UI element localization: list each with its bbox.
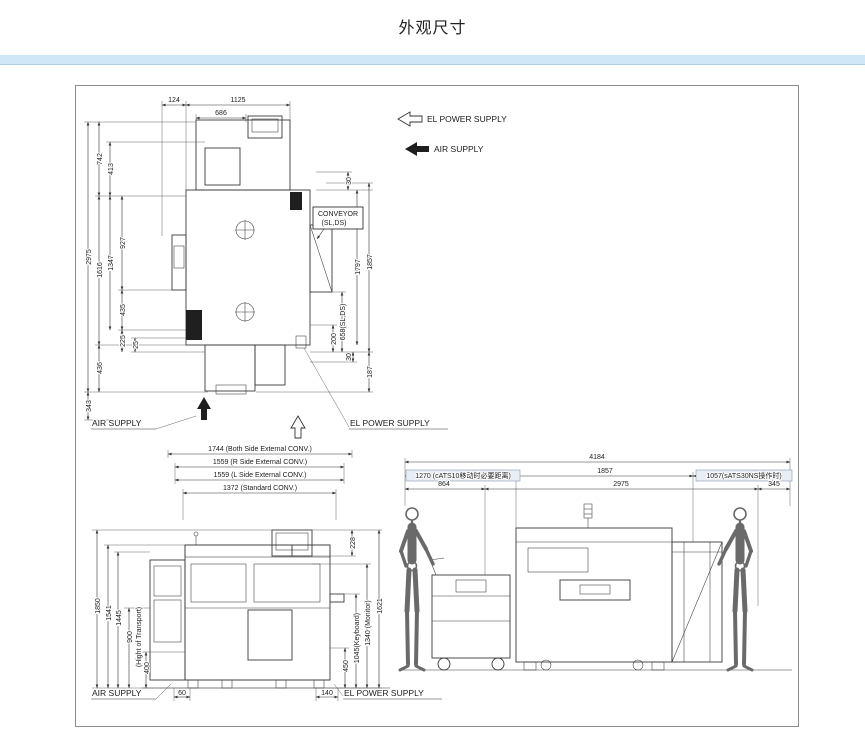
front-el-power-supply-label: EL POWER SUPPLY (344, 688, 424, 698)
legend: EL POWER SUPPLY AIR SUPPLY (397, 111, 508, 156)
air-supply-label: AIR SUPPLY (92, 418, 142, 428)
el-power-left-arrow-icon (397, 111, 423, 127)
dim-345: 345 (768, 481, 780, 488)
dim-1857: 1857 (367, 254, 374, 270)
dim-900-note: (Hight of Transport) (136, 607, 143, 667)
dim-1347: 1347 (108, 255, 115, 271)
dim-686: 686 (215, 110, 227, 117)
dim-1541: 1541 (106, 605, 113, 621)
dim-658-sl-ds: 658(SL,DS) (340, 304, 347, 341)
dim-1559-l-side: 1559 (L Side External CONV.) (214, 472, 307, 479)
dim-400: 400 (144, 662, 151, 674)
top-view: 124 1125 686 2975 343 742 1616 436 413 1… (84, 96, 448, 439)
dim-1125: 1125 (230, 97, 245, 104)
conveyor-label-line2: (SL,DS) (322, 220, 347, 227)
dim-1744-both-side: 1744 (Both Side External CONV.) (208, 446, 312, 453)
dim-413: 413 (108, 163, 115, 175)
legend-air-label: AIR SUPPLY (434, 144, 484, 154)
el-power-up-arrow-icon (290, 415, 306, 439)
dim-927: 927 (120, 237, 127, 249)
dim-1372-standard: 1372 (Standard CONV.) (223, 485, 297, 492)
dim-1445: 1445 (116, 610, 123, 626)
top-view-machine-outline (171, 115, 333, 395)
dim-1621: 1621 (377, 598, 384, 614)
top-view-air-supply: AIR SUPPLY (91, 397, 211, 430)
legend-el-power-label: EL POWER SUPPLY (427, 114, 507, 124)
dim-1616: 1616 (97, 262, 104, 278)
dim-2975-side: 2975 (613, 481, 629, 488)
dim-1797: 1797 (355, 259, 362, 275)
dim-124: 124 (168, 97, 180, 104)
dim-435: 435 (120, 304, 127, 316)
dim-4184: 4184 (589, 454, 605, 461)
dim-30-bottom: 30 (346, 353, 353, 361)
front-view-dimension-lines (167, 450, 353, 520)
left-operator-manikin (400, 508, 433, 670)
air-supply-left-arrow-icon (405, 142, 429, 156)
air-supply-up-arrow-icon (197, 397, 211, 420)
dim-1045-keyboard: 1045(Keyboard) (354, 613, 361, 663)
side-view-machine-outline (402, 503, 792, 671)
right-operator-manikin (719, 508, 752, 670)
conveyor-label-line1: CONVEYOR (318, 211, 358, 218)
dim-343: 343 (86, 400, 93, 412)
dim-225: 225 (120, 335, 127, 347)
dim-140: 140 (321, 690, 333, 697)
front-view: 1744 (Both Side External CONV.) 1559 (R … (91, 445, 442, 701)
dim-200: 200 (331, 333, 338, 345)
dim-2975: 2975 (86, 249, 93, 265)
right-clearance-box (695, 469, 793, 482)
dim-30-top: 30 (346, 177, 353, 185)
dim-1559-r-side: 1559 (R Side External CONV.) (213, 459, 307, 466)
top-view-extension-lines (84, 101, 373, 421)
dim-25: 25 (133, 341, 140, 349)
dim-1270-clearance: 1270 (cATS10移动时必要距离) (415, 471, 511, 480)
dim-1850: 1850 (95, 598, 102, 614)
dim-1340-monitor: 1340 (Monitor) (365, 600, 372, 646)
conveyor-callout: CONVEYOR (SL,DS) (312, 206, 364, 240)
left-clearance-box (405, 469, 521, 482)
title-divider-band (0, 55, 865, 65)
dim-187: 187 (367, 366, 374, 378)
side-view: 4184 1270 (cATS10移动时必要距离) 1857 1057(sATS… (400, 453, 793, 671)
front-view-bottom-callouts: AIR SUPPLY 60 140 EL POWER SUPPLY (91, 683, 442, 701)
dim-60: 60 (178, 690, 186, 697)
front-view-machine-outline (142, 529, 390, 689)
front-air-supply-label: AIR SUPPLY (92, 688, 142, 698)
dim-864: 864 (438, 481, 450, 488)
dim-228: 228 (350, 537, 357, 549)
dim-1057-clearance: 1057(sATS30NS操作时) (706, 471, 781, 480)
drawing-frame: 124 1125 686 2975 343 742 1616 436 413 1… (75, 85, 799, 727)
dim-742: 742 (97, 153, 104, 165)
front-view-side-dimension-lines (92, 529, 382, 689)
top-view-el-power-supply: EL POWER SUPPLY (290, 347, 448, 439)
dim-450: 450 (343, 660, 350, 672)
dim-1857: 1857 (597, 468, 613, 475)
dimension-drawing: 124 1125 686 2975 343 742 1616 436 413 1… (84, 96, 793, 701)
page-title: 外观尺寸 (398, 20, 467, 37)
dim-436: 436 (97, 362, 104, 374)
el-power-supply-label: EL POWER SUPPLY (350, 418, 430, 428)
dim-900: 900 (127, 631, 134, 643)
top-view-dimension-lines (86, 103, 371, 421)
